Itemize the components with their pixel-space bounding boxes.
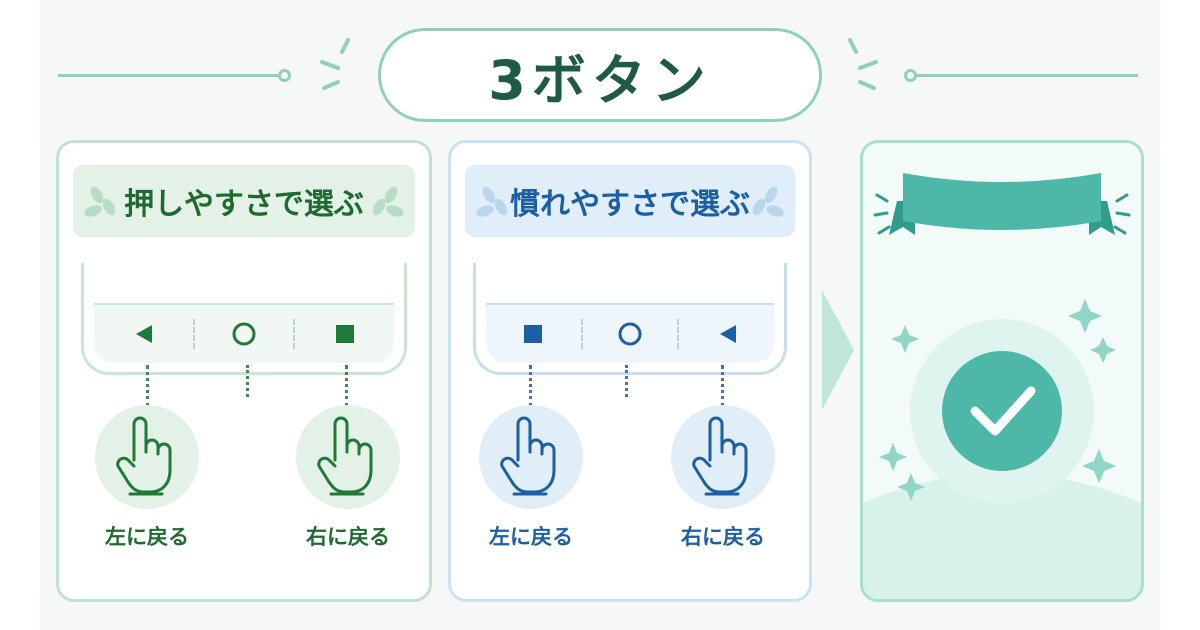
pointer-line [246, 365, 249, 397]
sparkle-right-icon [848, 38, 878, 90]
recents-square-icon [524, 325, 543, 343]
home-circle-icon [618, 322, 642, 346]
hand-right [296, 405, 400, 509]
home-circle-icon [232, 322, 256, 346]
back-triangle-icon [719, 325, 736, 343]
hand-right-label: 右に戻る [681, 525, 765, 549]
nav-divider [580, 319, 583, 349]
pointer-line [529, 365, 532, 407]
pointer-line [345, 365, 348, 407]
leaf-left-icon [476, 186, 508, 217]
panel-label: 慣れやすさで選ぶ [510, 187, 750, 222]
hand-left-label: 左に戻る [105, 525, 189, 549]
sparkle-left-icon [320, 38, 350, 90]
nav-recents-button[interactable] [295, 305, 394, 363]
recents-square-icon [335, 325, 354, 343]
nav-divider [293, 319, 296, 349]
hand-left [479, 405, 583, 509]
pointer-line [146, 365, 149, 407]
leaf-left-icon [84, 186, 116, 217]
pointing-hand-icon [317, 416, 373, 496]
pointer-line [625, 365, 628, 397]
nav-divider [677, 319, 680, 349]
nav-back-button[interactable] [94, 305, 193, 363]
back-triangle-icon [136, 325, 153, 343]
panel-label-box: 慣れやすさで選ぶ [465, 165, 795, 237]
hand-left-label: 左に戻る [489, 525, 573, 549]
header-right-dot [904, 69, 917, 82]
banner-sparkle-icon [873, 193, 1131, 235]
header-left-dot [278, 69, 291, 82]
nav-recents-button[interactable] [486, 305, 581, 363]
star-sparkle-icon [879, 299, 1116, 501]
leaf-right-icon [752, 186, 784, 217]
panel-result [860, 140, 1144, 602]
pointing-hand-icon [692, 416, 748, 496]
pointing-hand-icon [116, 416, 172, 496]
nav-home-button[interactable] [583, 305, 678, 363]
result-wave [863, 473, 1141, 599]
pointer-line [721, 365, 724, 407]
hand-right-label: 右に戻る [306, 525, 390, 549]
pointing-hand-icon [500, 416, 556, 496]
navigation-bar [486, 303, 774, 363]
phone-outline [473, 263, 787, 375]
panel-ease-of-press: 押しやすさで選ぶ 左に戻る 右に戻る [56, 140, 432, 602]
phone-outline [81, 263, 407, 375]
hand-right [671, 405, 775, 509]
page-title: 3ボタン [488, 48, 712, 112]
checkmark-icon [970, 386, 1036, 436]
header-right-line [916, 74, 1138, 77]
result-illustration [863, 173, 1141, 599]
chevron-right-icon [822, 290, 854, 410]
hand-left [95, 405, 199, 509]
nav-divider [192, 319, 195, 349]
nav-home-button[interactable] [195, 305, 294, 363]
panel-label-box: 押しやすさで選ぶ [73, 165, 415, 237]
panel-ease-of-familiarity: 慣れやすさで選ぶ 左に戻る 右に戻る [448, 140, 812, 602]
ribbon-banner-icon [889, 173, 1115, 235]
leaf-right-icon [372, 186, 404, 217]
nav-back-button[interactable] [679, 305, 774, 363]
title-pill: 3ボタン [378, 28, 822, 122]
navigation-bar [94, 303, 394, 363]
panel-label: 押しやすさで選ぶ [124, 187, 364, 222]
header-left-line [58, 74, 280, 77]
